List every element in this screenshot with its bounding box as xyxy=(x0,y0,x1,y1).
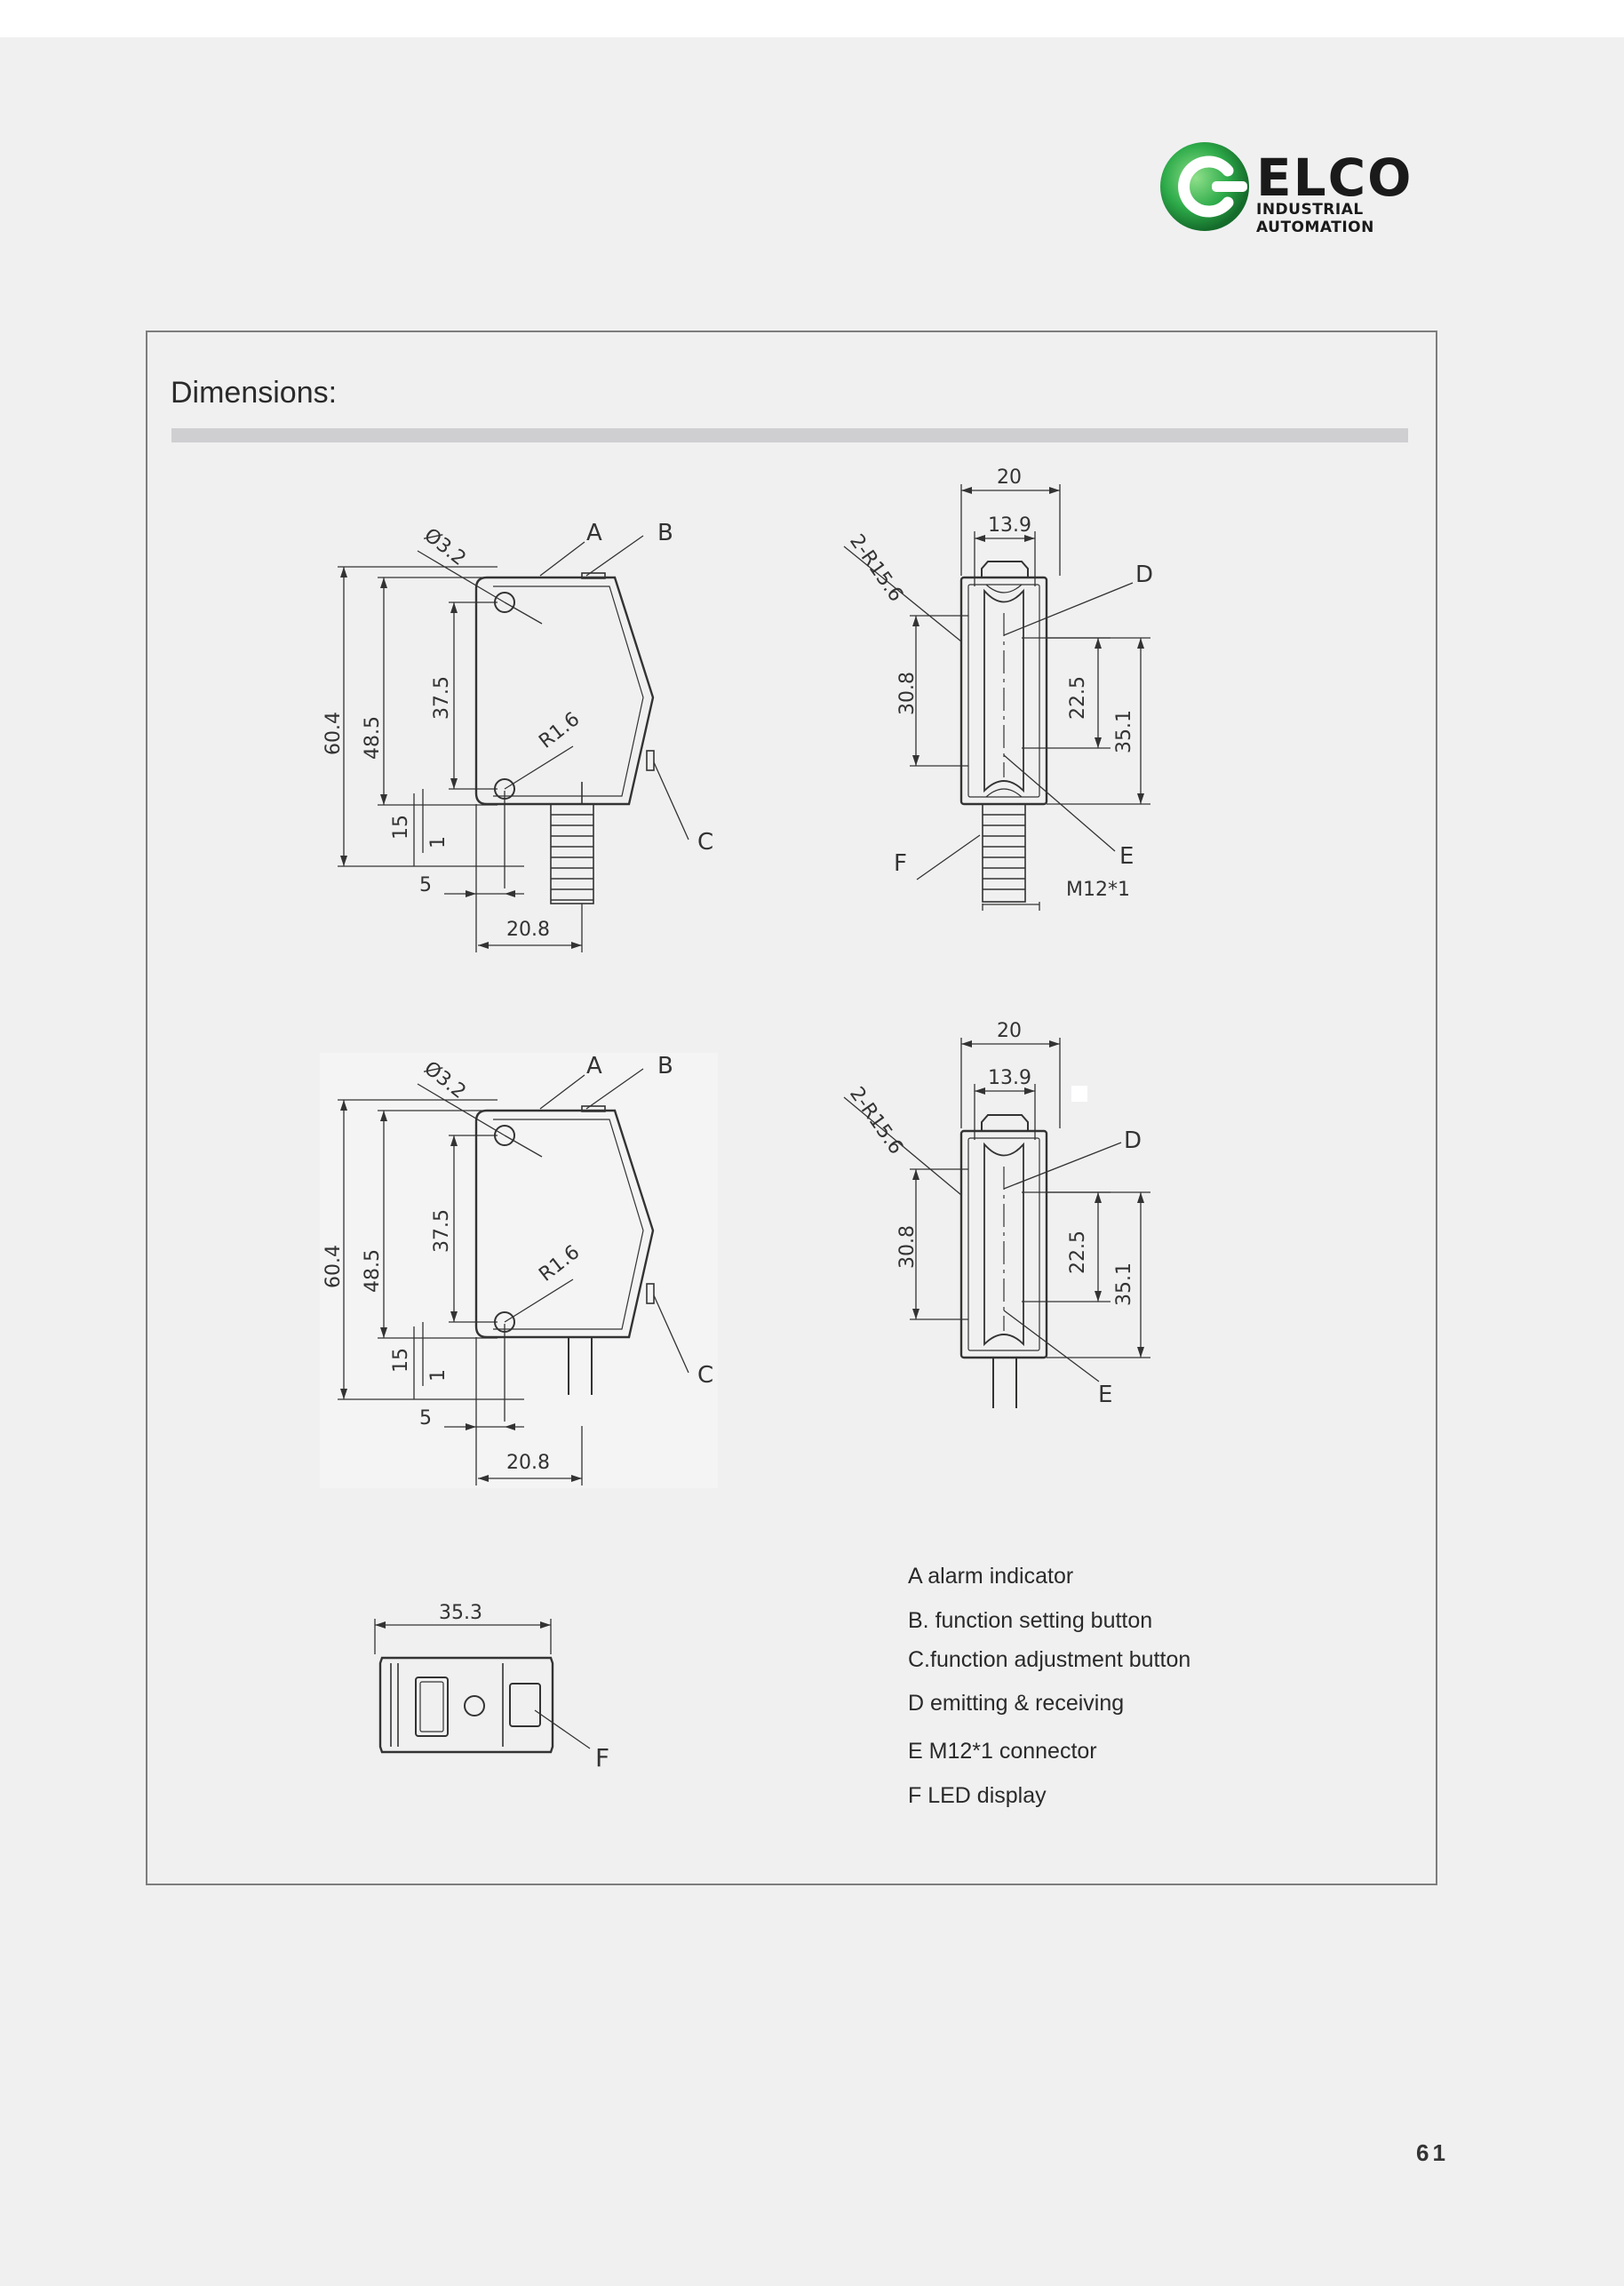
page-number: 61 xyxy=(1416,2139,1449,2166)
section-title: Dimensions: xyxy=(171,376,338,410)
dim-height-b-label: 48.5 xyxy=(362,716,384,760)
dim-front-h35-1-label: 35.1 xyxy=(1113,1262,1135,1306)
dim-w5-label: 5 xyxy=(419,874,432,896)
top-view xyxy=(374,1619,591,1754)
legend-item: E M12*1 connector xyxy=(908,1739,1097,1764)
callout-c-label: C xyxy=(697,829,713,856)
callout-a-label: A xyxy=(586,1053,602,1079)
dim-thread-label: M12*1 xyxy=(1066,879,1130,901)
dim-h15-label: 15 xyxy=(390,1348,412,1373)
legend-item: A alarm indicator xyxy=(908,1564,1074,1589)
callout-d-label: D xyxy=(1135,562,1153,588)
callout-f-label: F xyxy=(894,850,907,877)
legend-item: C.function adjustment button xyxy=(908,1647,1191,1672)
dim-front-radius-label: 2-R15.6 xyxy=(845,530,907,606)
dim-front-h30-8-label: 30.8 xyxy=(896,672,919,715)
dim-front-inner-width-label: 13.9 xyxy=(988,1067,1031,1089)
section-divider xyxy=(171,428,1408,442)
elco-logo: ELCO INDUSTRIAL AUTOMATION xyxy=(1157,140,1441,236)
dim-overall-height-label: 60.4 xyxy=(322,712,345,755)
dim-front-width-label: 20 xyxy=(997,1020,1022,1042)
legend-item: B. function setting button xyxy=(908,1608,1153,1633)
brand-name: ELCO xyxy=(1256,147,1413,208)
callout-e-label: E xyxy=(1098,1382,1112,1408)
legend-item: D emitting & receiving xyxy=(908,1691,1125,1716)
callout-a-label: A xyxy=(586,520,602,546)
dim-front-radius-label: 2-R15.6 xyxy=(845,1083,907,1159)
legend-item: F LED display xyxy=(908,1783,1047,1808)
dim-height-c-label: 37.5 xyxy=(431,676,453,720)
front-view-connector xyxy=(843,484,1150,911)
page-top-margin xyxy=(0,0,1624,37)
dim-front-inner-width-label: 13.9 xyxy=(988,514,1031,537)
dim-w5-label: 5 xyxy=(419,1407,432,1430)
callout-b-label: B xyxy=(657,1053,673,1079)
dim-h15-label: 15 xyxy=(390,815,412,840)
dim-front-width-label: 20 xyxy=(997,466,1022,489)
dim-h1-label: 1 xyxy=(427,1369,450,1382)
dim-height-b-label: 48.5 xyxy=(362,1249,384,1293)
dim-width-label: 20.8 xyxy=(506,1452,550,1474)
callout-b-label: B xyxy=(657,520,673,546)
dim-width-label: 20.8 xyxy=(506,919,550,941)
side-view-connector xyxy=(338,535,689,952)
dim-hole-label: Ø3.2 xyxy=(419,524,470,570)
callout-d-label: D xyxy=(1124,1127,1142,1154)
dim-front-h22-5-label: 22.5 xyxy=(1067,676,1089,720)
side-view-cable xyxy=(320,1053,718,1488)
dimensions-panel xyxy=(146,331,1437,1885)
dim-overall-height-label: 60.4 xyxy=(322,1245,345,1288)
front-view-cable xyxy=(843,1038,1150,1408)
dim-front-h35-1-label: 35.1 xyxy=(1113,710,1135,753)
callout-c-label: C xyxy=(697,1362,713,1389)
callout-f-label: F xyxy=(595,1743,609,1772)
dim-front-h22-5-label: 22.5 xyxy=(1067,1231,1089,1274)
elco-emblem-icon xyxy=(1160,142,1249,231)
callout-e-label: E xyxy=(1119,843,1134,870)
dim-h1-label: 1 xyxy=(427,836,450,848)
dim-radius-label: R1.6 xyxy=(535,708,584,753)
dim-length-label: 35.3 xyxy=(439,1602,482,1624)
dim-height-c-label: 37.5 xyxy=(431,1209,453,1253)
dim-front-h30-8-label: 30.8 xyxy=(896,1225,919,1269)
brand-tagline: INDUSTRIAL AUTOMATION xyxy=(1256,201,1374,236)
